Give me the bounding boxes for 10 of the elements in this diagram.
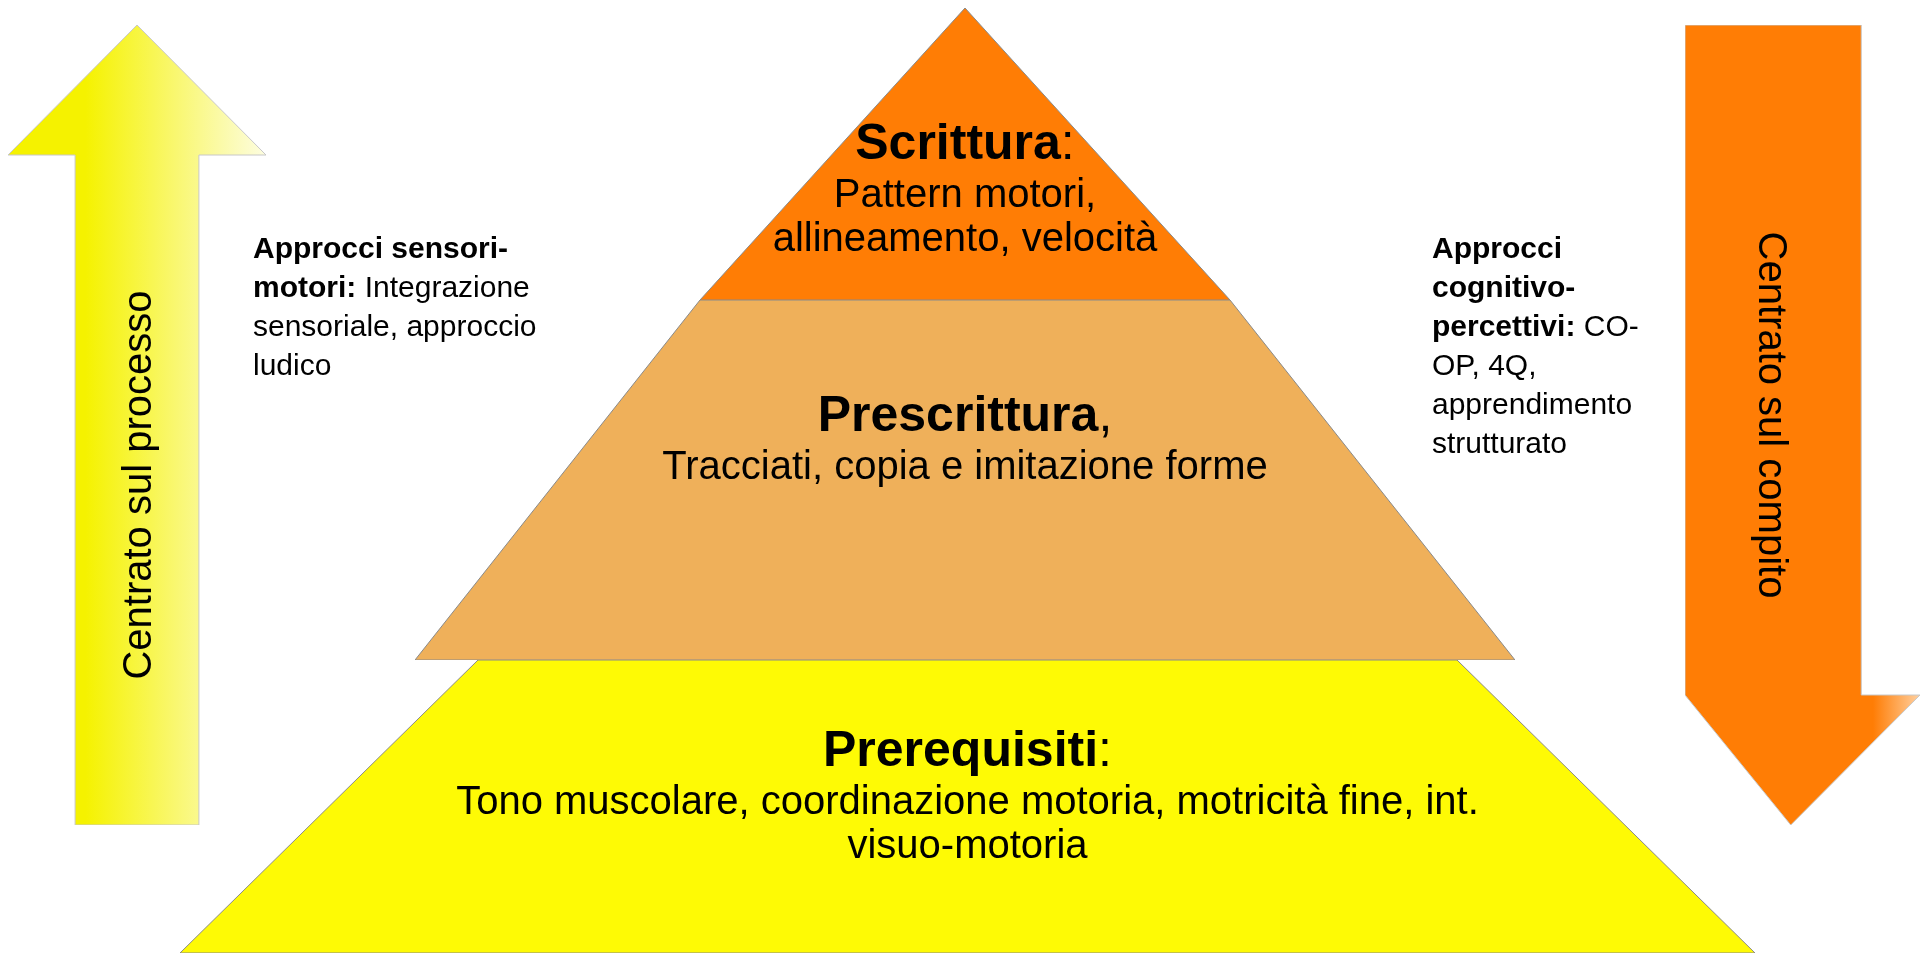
arrow-label: Centrato sul processo [114, 290, 160, 680]
tier-heading: Prerequisiti: [822, 720, 1113, 778]
arrow-label: Centrato sul compito [1749, 231, 1795, 599]
tier-description: Pattern motori, allineamento, velocità [771, 171, 1159, 259]
tier-description: Tono muscolare, coordinazione motoria, motricità fine, int. visuo-motoria [455, 778, 1480, 866]
approach-note: Approcci sensori-motori: Integrazione sensoriale, approccio ludico [253, 230, 538, 383]
tier-heading: Scrittura: [854, 113, 1076, 171]
approach-note: Approcci cognitivo-percettivi: CO-OP, 4Q, apprendimento strutturato [1432, 230, 1640, 461]
tier-heading: Prescrittura, [816, 385, 1114, 443]
tier-description: Tracciati, copia e imitazione forme [661, 443, 1269, 487]
